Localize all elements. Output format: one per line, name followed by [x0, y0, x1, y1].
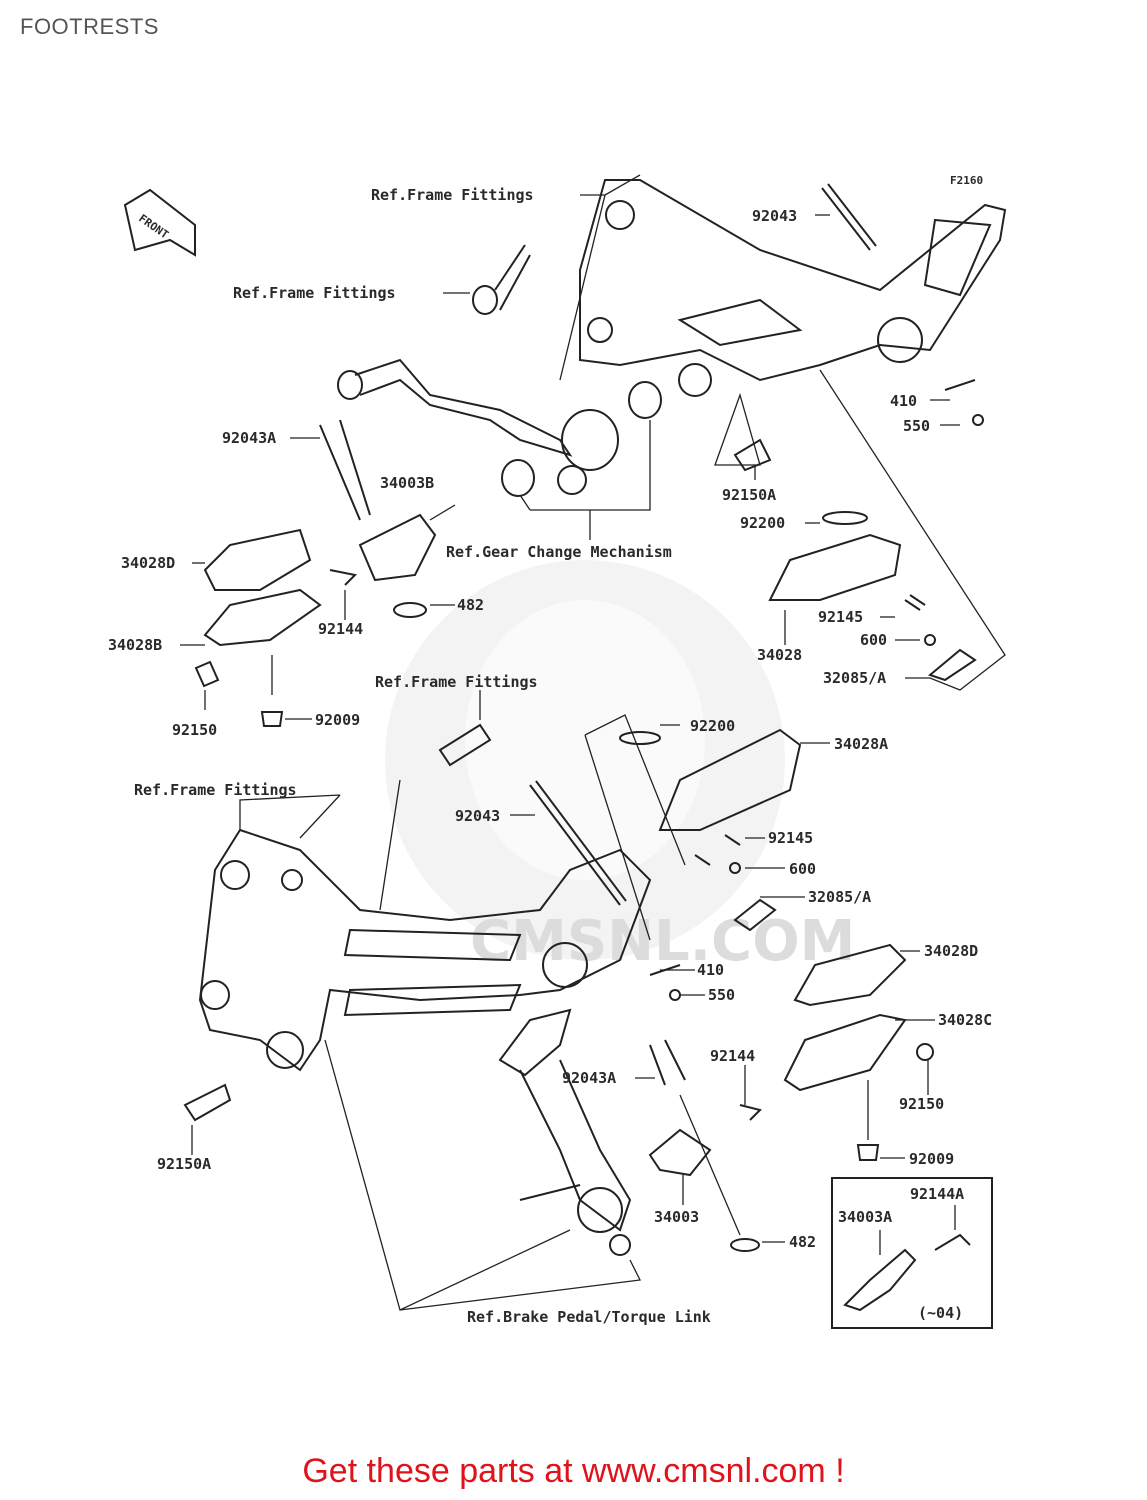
watermark-text: CMSNL.COM [470, 909, 855, 974]
label-34003: 34003 [654, 1208, 699, 1226]
bolt-ref-frame-mid [438, 723, 492, 767]
ref-frame-fittings-4: Ref.Frame Fittings [134, 781, 297, 799]
label-34028C: 34028C [938, 1011, 992, 1029]
bolt-92009-top [260, 711, 284, 727]
upper-bracket [579, 179, 1007, 397]
label-34003B: 34003B [380, 474, 434, 492]
label-34028: 34028 [757, 646, 802, 664]
label-34028A: 34028A [834, 735, 888, 753]
rubber-34028D-top [203, 528, 312, 591]
label-92144-bot: 92144 [710, 1047, 755, 1065]
label-92150-bot: 92150 [899, 1095, 944, 1113]
label-92043A-bot: 92043A [562, 1069, 616, 1087]
inset-box-34003A [831, 1177, 993, 1329]
label-92009-bot: 92009 [909, 1150, 954, 1168]
spring-92144-bot [739, 1104, 762, 1121]
step-34028C [783, 1013, 907, 1092]
detent-32085-top [927, 648, 977, 682]
label-482-bot: 482 [789, 1233, 816, 1251]
upper-bolt [472, 244, 531, 315]
holder-34003 [648, 1128, 712, 1177]
pin-550-top [972, 414, 984, 426]
pin-92043A-top [319, 419, 371, 521]
label-410-top: 410 [890, 392, 917, 410]
label-92043A-top: 92043A [222, 429, 276, 447]
label-92144A: 92144A [910, 1185, 964, 1203]
plate-482-top [393, 602, 427, 618]
label-32085-top: 32085/A [823, 669, 886, 687]
parts-diagram: CMSNL.COM FRONT F2160 [108, 174, 1007, 1329]
label-92144-top: 92144 [318, 620, 363, 638]
diagram-code: F2160 [950, 174, 983, 187]
clip-410-top [944, 379, 976, 391]
label-92200-mid: 92200 [690, 717, 735, 735]
label-32085-mid: 32085/A [808, 888, 871, 906]
label-34028D-top: 34028D [121, 554, 175, 572]
pin-92043-top [821, 183, 877, 251]
spring-92145-mid [694, 834, 741, 866]
label-34003A: 34003A [838, 1208, 892, 1226]
bolt-92150-top [194, 660, 220, 688]
label-600-mid: 600 [789, 860, 816, 878]
ref-gear-change: Ref.Gear Change Mechanism [446, 543, 672, 561]
label-92200-top: 92200 [740, 514, 785, 532]
ref-brake-pedal: Ref.Brake Pedal/Torque Link [467, 1308, 711, 1326]
peg-34028 [768, 533, 902, 601]
label-92043-top: 92043 [752, 207, 797, 225]
label-note-04: (~04) [918, 1304, 963, 1322]
label-34028D-bot: 34028D [924, 942, 978, 960]
upper-left-step [194, 419, 437, 727]
label-410-mid: 410 [697, 961, 724, 979]
brake-pedal [498, 1008, 632, 1256]
front-arrow-icon: FRONT [123, 188, 196, 257]
bolt-92150A-bot [183, 1083, 232, 1122]
ref-frame-fittings-1: Ref.Frame Fittings [371, 186, 534, 204]
label-92150-top: 92150 [172, 721, 217, 739]
bolt-92009-bot [856, 1144, 880, 1161]
lower-right-peg [619, 728, 802, 1001]
pin-92043A-bot [649, 1039, 686, 1086]
spring-92144-top [329, 569, 358, 586]
label-550-top: 550 [903, 417, 930, 435]
rubber-34028D-bot [793, 943, 907, 1007]
shift-lever [337, 358, 662, 497]
lower-bracket [198, 828, 652, 1072]
leader-lines [180, 174, 1006, 1311]
page-title: FOOTRESTS [20, 14, 159, 39]
bolt-92150-bot [916, 1043, 934, 1061]
lower-left-step [648, 943, 934, 1252]
pin-92043-mid [529, 780, 627, 906]
pin-550-mid [669, 989, 681, 1001]
promo-banner[interactable]: Get these parts at www.cmsnl.com ! [302, 1452, 845, 1490]
watermark: CMSNL.COM [385, 560, 855, 974]
label-34028B: 34028B [108, 636, 162, 654]
label-92145-top: 92145 [818, 608, 863, 626]
ref-frame-fittings-3: Ref.Frame Fittings [375, 673, 538, 691]
washer-92200-top [822, 511, 868, 525]
label-92043-mid: 92043 [455, 807, 500, 825]
step-34028B [203, 588, 322, 647]
holder-34003B [358, 513, 437, 582]
label-92009-top: 92009 [315, 711, 360, 729]
label-482-top: 482 [457, 596, 484, 614]
spring-92145-top [904, 594, 926, 611]
plate-482-bot [730, 1238, 760, 1252]
label-92150A-top: 92150A [722, 486, 776, 504]
ref-frame-fittings-2: Ref.Frame Fittings [233, 284, 396, 302]
ball-600-top [924, 634, 936, 646]
ball-600-mid [729, 862, 741, 874]
washer-92200-mid [619, 731, 661, 745]
peg-34028A [658, 728, 802, 831]
label-92150A-bot: 92150A [157, 1155, 211, 1173]
detent-32085-mid [733, 898, 777, 932]
label-550-mid: 550 [708, 986, 735, 1004]
label-600-top: 600 [860, 631, 887, 649]
label-92145-mid: 92145 [768, 829, 813, 847]
